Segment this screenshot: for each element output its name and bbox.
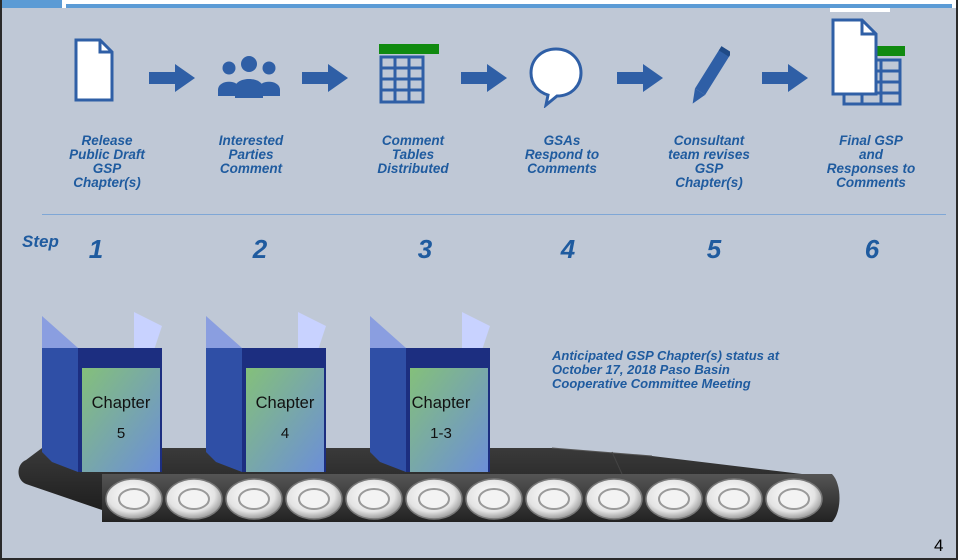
step-number-3: 3 [417, 234, 433, 264]
document-icon [74, 38, 114, 102]
conveyor-rollers [105, 478, 823, 520]
step-heading: Step [22, 232, 59, 251]
chapter-box-1-label: Chapter 5 [91, 394, 151, 442]
arrow-right-icon [762, 64, 808, 92]
chapter-box-3 [370, 312, 490, 472]
top-bar-accent [2, 0, 62, 8]
arrow-right-icon [461, 64, 507, 92]
arrow-right-icon [302, 64, 348, 92]
top-bar [2, 0, 956, 8]
arrow-right-icon [617, 64, 663, 92]
chapter-box-2 [206, 312, 326, 472]
chapter-box-1 [42, 312, 162, 472]
step-number-1: 1 [88, 234, 104, 264]
step-number-4: 4 [560, 234, 576, 264]
chapter-box-3-label: Chapter 1-3 [411, 394, 471, 442]
table-icon [379, 44, 439, 104]
pencil-icon [692, 46, 730, 104]
people-icon [218, 56, 280, 98]
step-number-5: 5 [706, 234, 722, 264]
document-table-icon [830, 8, 905, 106]
chapter-box-2-label: Chapter 4 [255, 394, 315, 442]
step-number-2: 2 [252, 234, 268, 264]
step-number-6: 6 [864, 234, 880, 264]
roller-set [105, 478, 823, 520]
top-bar-line [66, 4, 952, 8]
speech-bubble-icon [529, 47, 583, 108]
divider [42, 214, 946, 215]
page-number: 4 [934, 536, 944, 555]
status-note: Anticipated GSP Chapter(s) status at Oct… [552, 348, 780, 391]
arrow-right-icon [149, 64, 195, 92]
